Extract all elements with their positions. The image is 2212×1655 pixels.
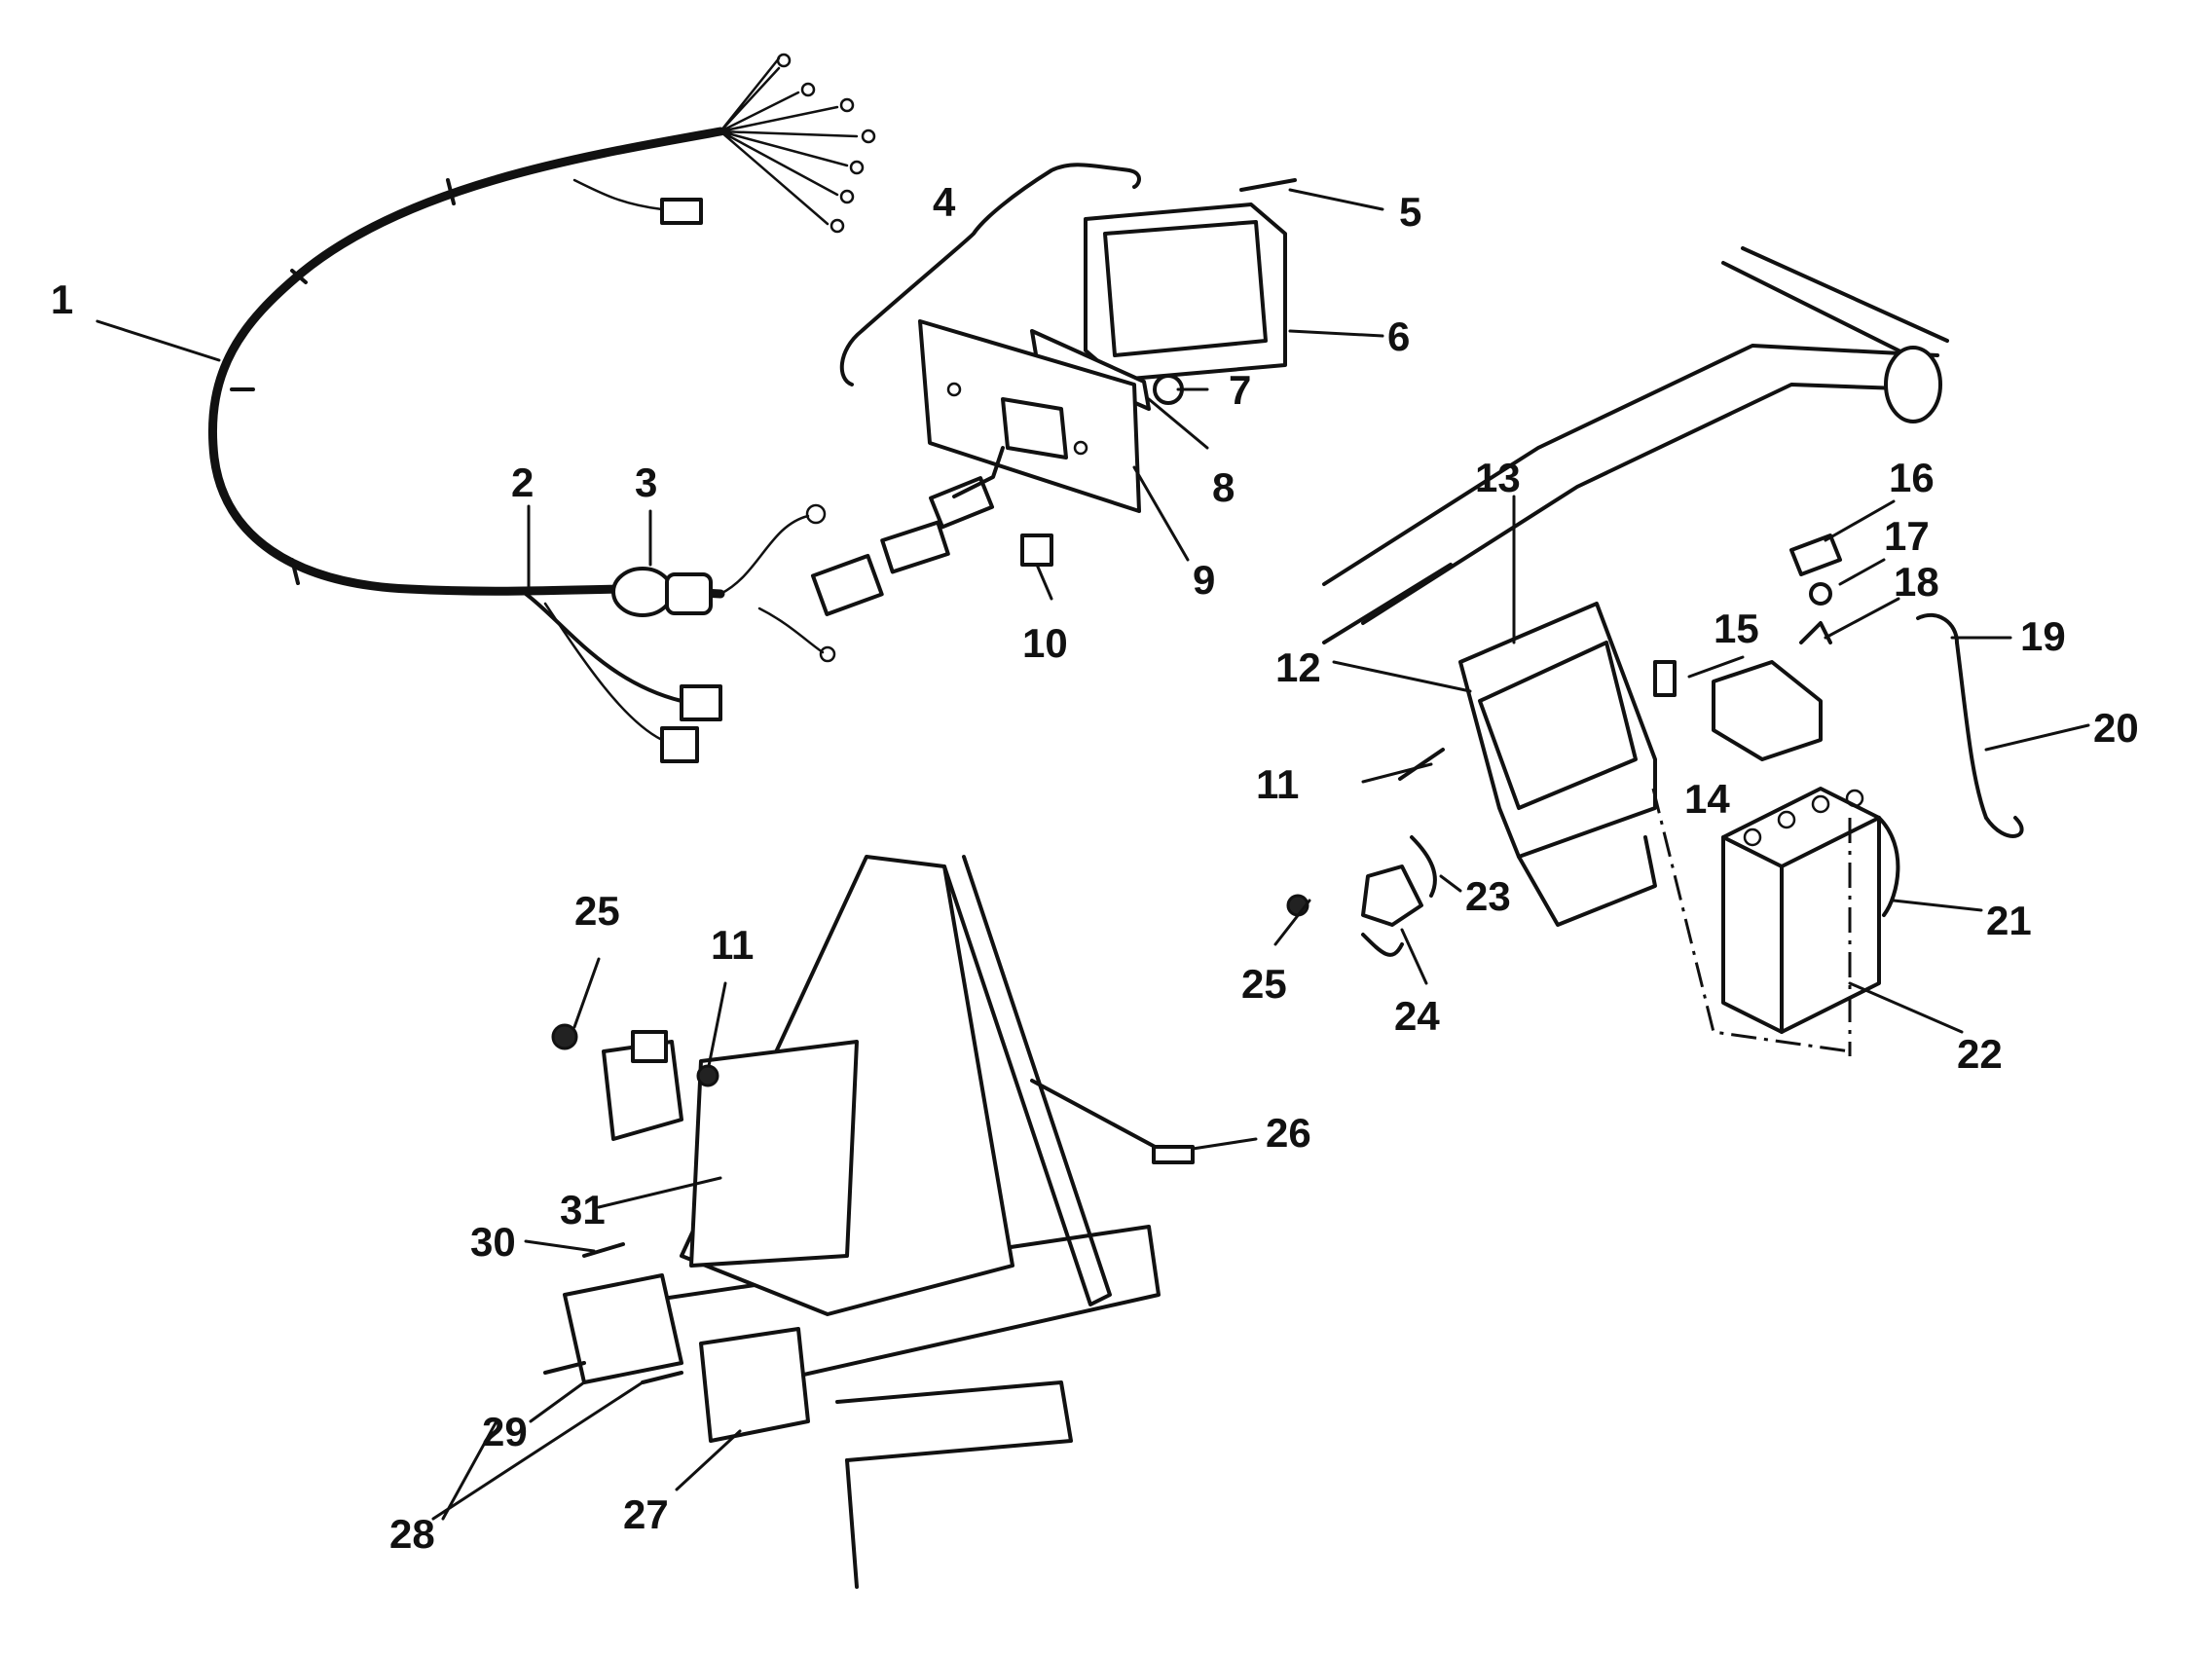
callout-30: 30 [470,1219,516,1265]
callout-6: 6 [1387,313,1410,359]
leader-lines [95,188,2090,1521]
callout-29: 29 [482,1409,528,1454]
callout-11-battery: 11 [1256,761,1299,807]
callout-25-panel: 25 [574,888,620,934]
callout-3: 3 [635,460,657,505]
callout-17: 17 [1884,513,1930,559]
callout-5: 5 [1399,189,1421,235]
callout-24: 24 [1394,993,1440,1039]
callout-8: 8 [1212,464,1235,510]
battery-frame-assembly [1286,246,2024,1056]
callout-28: 28 [389,1511,435,1557]
callout-11-panel: 11 [711,922,754,968]
wiring-harness [208,53,995,763]
callout-14: 14 [1684,776,1730,822]
callout-12: 12 [1275,644,1321,690]
callout-13: 13 [1475,455,1521,500]
callout-20: 20 [2093,705,2139,751]
callout-25-battery: 25 [1241,961,1287,1007]
callout-18: 18 [1894,559,1939,605]
callout-22: 22 [1957,1031,2003,1077]
callout-16: 16 [1889,455,1935,500]
callout-19: 19 [2020,613,2066,659]
callout-21: 21 [1986,898,2032,943]
callout-9: 9 [1193,557,1215,603]
callout-15: 15 [1714,606,1759,651]
callout-23: 23 [1465,873,1511,919]
callout-31: 31 [560,1187,606,1232]
callout-27: 27 [623,1491,669,1537]
callout-labels: 1 2 3 4 5 6 7 8 9 10 11 12 13 14 15 16 1… [51,179,2139,1557]
callout-1: 1 [51,276,73,322]
tail-light-assembly [839,163,1297,567]
callout-2: 2 [511,460,534,505]
ignition-mounting-panel [543,855,1195,1589]
callout-7: 7 [1229,367,1251,413]
callout-10: 10 [1022,620,1068,666]
callout-26: 26 [1266,1110,1311,1156]
callout-4: 4 [933,179,956,225]
